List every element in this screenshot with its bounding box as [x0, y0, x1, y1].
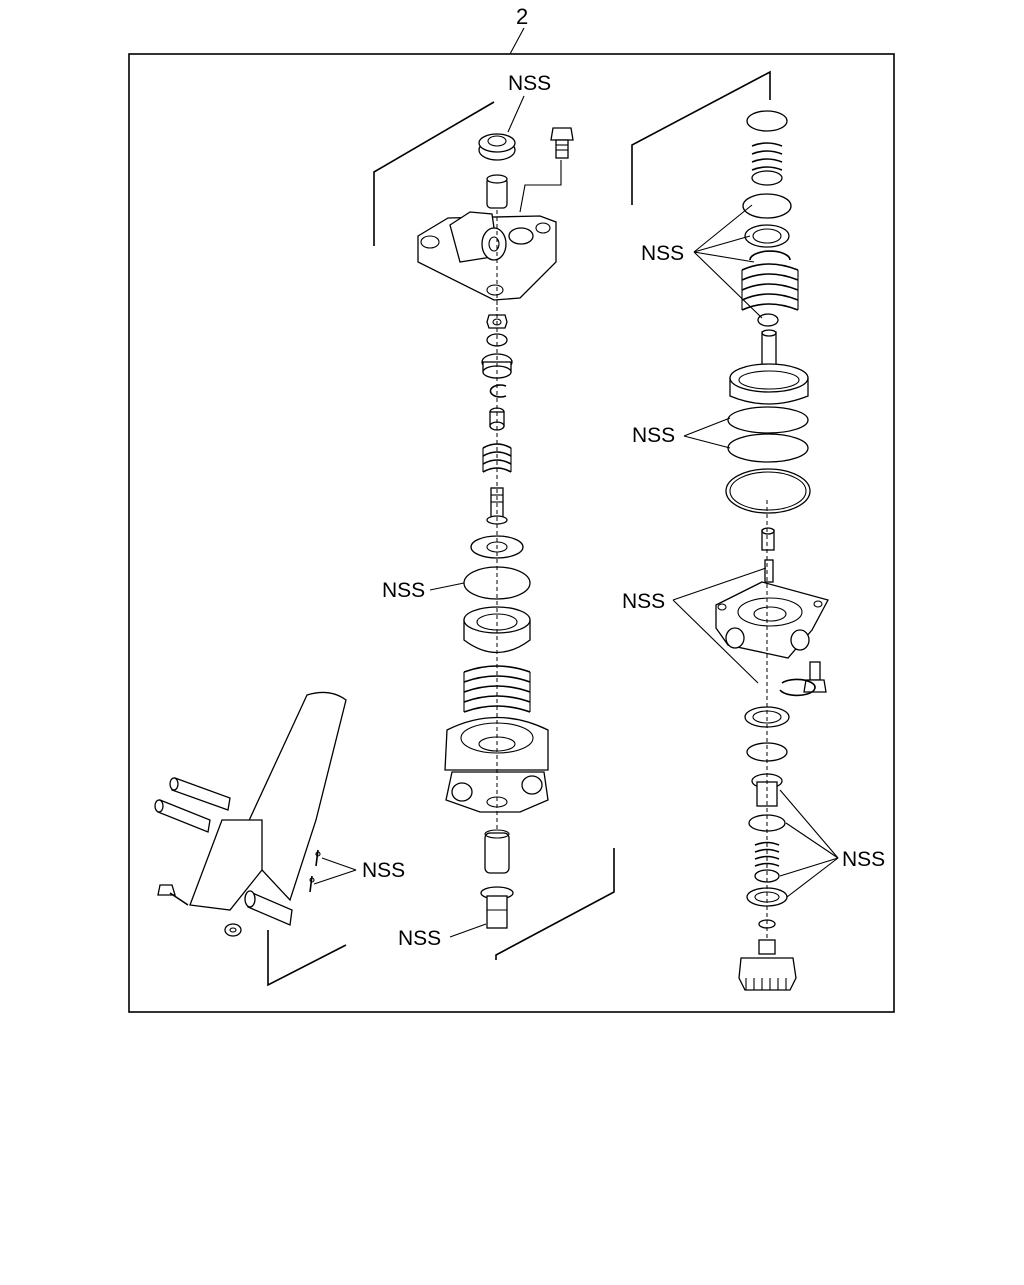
bracket-bottom-center — [495, 848, 615, 960]
upper-cover — [417, 210, 557, 310]
leader-nss-right-mid — [683, 417, 731, 449]
leader-nss-right-bottom — [779, 789, 839, 898]
top-o-ring — [746, 110, 788, 132]
pedal-lever — [189, 819, 263, 911]
label-nss-top: NSS — [508, 72, 551, 95]
upper-spring — [751, 142, 783, 171]
right-assembly — [715, 110, 829, 991]
reference-leader — [509, 27, 525, 55]
bottom-cap — [738, 939, 797, 991]
leader-nss-pedal — [313, 857, 357, 885]
plunger — [486, 174, 508, 209]
leader-nss-bottom — [449, 923, 487, 938]
leader-nss-top — [507, 95, 525, 133]
label-nss-pedal: NSS — [362, 859, 405, 882]
cotter-pins — [309, 849, 321, 893]
lower-spring — [754, 841, 780, 867]
bracket-pedal — [267, 930, 347, 987]
bracket-top-right — [631, 70, 771, 205]
boot — [480, 886, 514, 929]
cap-bolt — [519, 127, 574, 213]
large-spring — [741, 263, 799, 311]
top-seal — [478, 133, 516, 161]
center-assembly — [417, 127, 574, 929]
bracket-top-left — [373, 101, 495, 246]
leader-nss-center — [429, 582, 465, 591]
pedal-bolt — [157, 884, 189, 906]
pivot-pins — [154, 777, 293, 926]
label-nss-right-upper: NSS — [641, 242, 684, 265]
relay-piston — [729, 329, 809, 405]
pedal-assembly — [154, 691, 347, 987]
pedal-nut — [224, 923, 242, 937]
leader-nss-right-upper — [693, 204, 763, 319]
leader-nss-right-lower — [672, 567, 767, 684]
snap-ring — [779, 678, 816, 697]
label-nss-center: NSS — [382, 579, 425, 602]
lower-housing — [715, 581, 829, 659]
label-nss-right-mid: NSS — [632, 424, 675, 447]
exhaust-valve-stem — [761, 527, 775, 583]
valve-body — [444, 716, 549, 813]
reference-number: 2 — [516, 4, 528, 29]
label-nss-right-bottom: NSS — [842, 848, 885, 871]
label-nss-right-lower: NSS — [622, 590, 665, 613]
sleeve — [484, 829, 510, 874]
label-nss-bottom: NSS — [398, 927, 441, 950]
diagram-frame — [128, 53, 895, 1013]
pedal-arm — [239, 691, 347, 902]
